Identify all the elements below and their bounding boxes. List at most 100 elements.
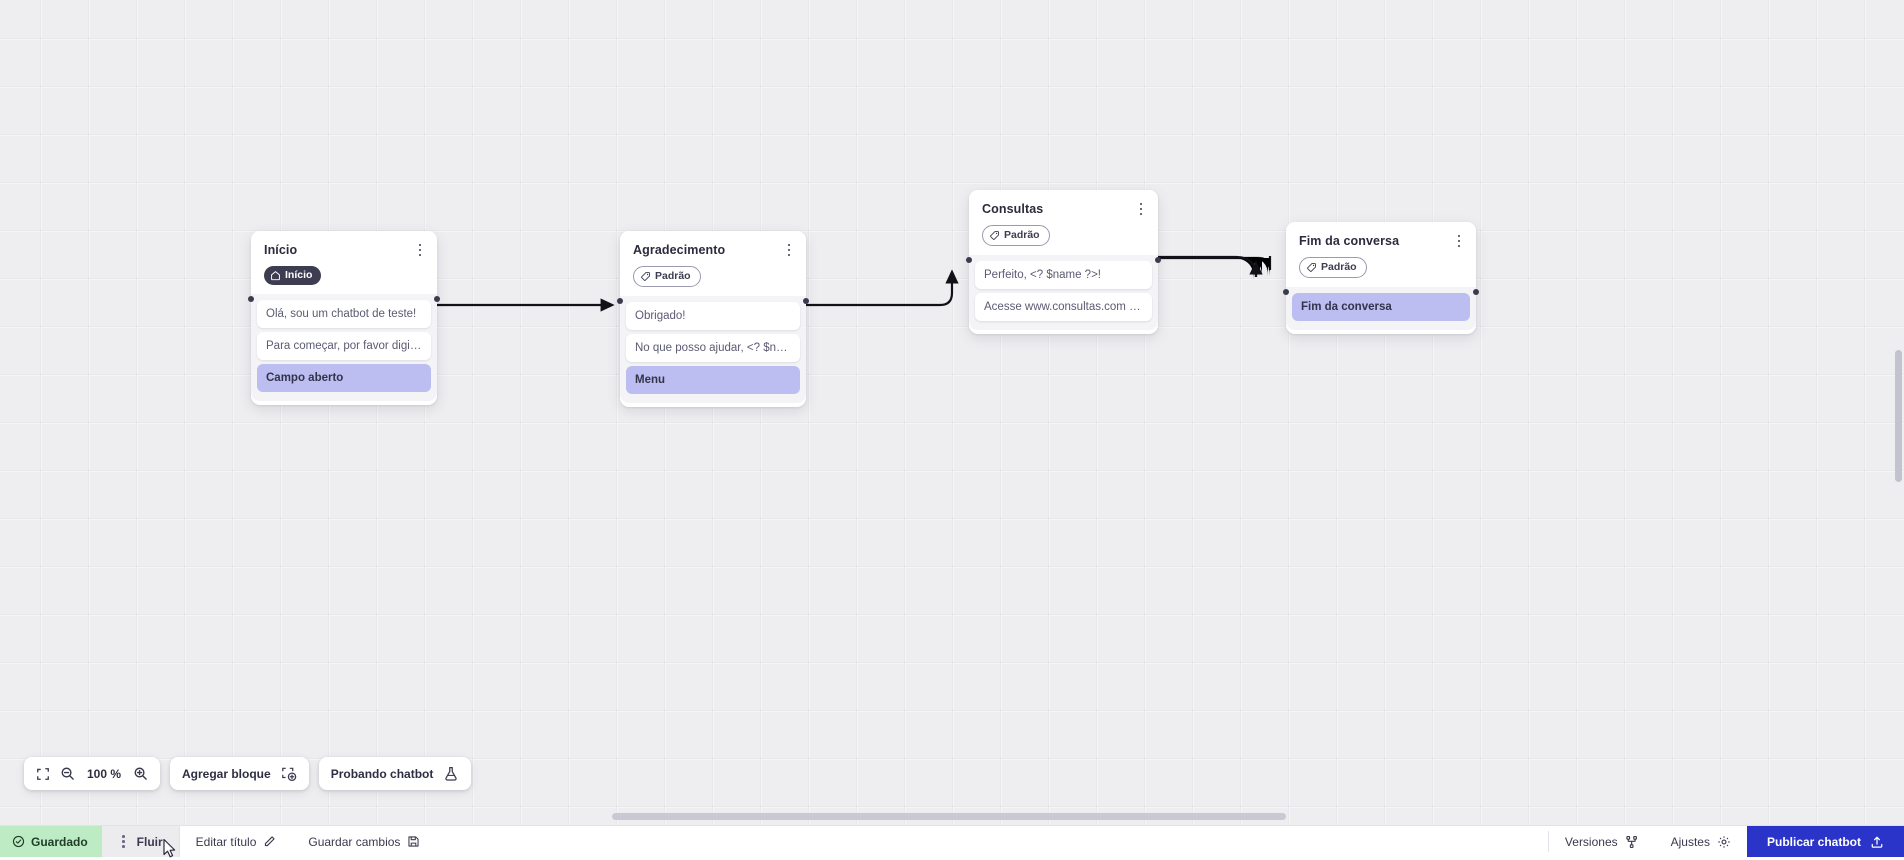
tab-fluir-label: Fluir bbox=[137, 835, 163, 849]
node-title: Consultas bbox=[982, 202, 1145, 217]
tag-icon bbox=[1306, 262, 1317, 273]
node-port-right[interactable] bbox=[1473, 289, 1479, 295]
tag-icon bbox=[640, 271, 651, 282]
connector-consultas-fim-path bbox=[1158, 258, 1254, 280]
connector-consultas-final bbox=[1159, 258, 1268, 276]
connector-consultas-to-fim-curve bbox=[1158, 258, 1286, 272]
node-card-agradecimento[interactable]: Agradecimento Padrão Obrigado! No que po… bbox=[620, 231, 806, 407]
node-header: Consultas Padrão bbox=[969, 190, 1158, 255]
node-rows: Fim da conversa bbox=[1286, 293, 1476, 321]
badge-row: Padrão bbox=[982, 225, 1145, 246]
tab-fluir[interactable]: Fluir bbox=[102, 826, 180, 857]
add-block-button[interactable]: Agregar bloque bbox=[170, 757, 309, 790]
node-rows: Obrigado! No que posso ajudar, <? $name … bbox=[620, 302, 806, 394]
branch-icon bbox=[1625, 835, 1639, 849]
node-badge-padrao[interactable]: Padrão bbox=[982, 225, 1050, 246]
connector-c2f bbox=[1158, 258, 1260, 276]
node-port-right[interactable] bbox=[803, 298, 809, 304]
save-changes-button[interactable]: Guardar cambios bbox=[292, 826, 436, 857]
badge-row: Início bbox=[264, 266, 424, 285]
node-card-fim-da-conversa[interactable]: Fim da conversa Padrão Fim da conversa bbox=[1286, 222, 1476, 334]
vertical-dots-icon[interactable] bbox=[118, 835, 130, 848]
test-chatbot-label: Probando chatbot bbox=[331, 767, 434, 781]
node-menu-button[interactable] bbox=[1451, 231, 1467, 251]
node-badge-inicio[interactable]: Início bbox=[264, 266, 321, 285]
node-title: Fim da conversa bbox=[1299, 234, 1463, 249]
connector-layer bbox=[0, 0, 1904, 825]
flask-icon bbox=[443, 766, 459, 782]
tag-icon bbox=[989, 230, 1000, 241]
node-menu-button[interactable] bbox=[781, 240, 797, 260]
node-rows: Olá, sou um chatbot de teste! Para começ… bbox=[251, 300, 437, 392]
node-badge-padrao[interactable]: Padrão bbox=[1299, 257, 1367, 278]
settings-button[interactable]: Ajustes bbox=[1655, 826, 1747, 857]
node-card-consultas[interactable]: Consultas Padrão Perfeito, <? $name ?>! … bbox=[969, 190, 1158, 334]
node-row[interactable]: Acesse www.consultas.com par... bbox=[975, 293, 1152, 321]
zoom-out-icon[interactable] bbox=[60, 766, 75, 781]
node-body: Fim da conversa bbox=[1286, 287, 1476, 330]
node-badge-label: Padrão bbox=[1004, 230, 1040, 241]
node-row[interactable]: Fim da conversa bbox=[1292, 293, 1470, 321]
badge-row: Padrão bbox=[633, 266, 793, 287]
bottom-bar-spacer bbox=[436, 826, 1548, 857]
node-row[interactable]: Perfeito, <? $name ?>! bbox=[975, 261, 1152, 289]
node-body: Obrigado! No que posso ajudar, <? $name … bbox=[620, 296, 806, 403]
node-badge-label: Padrão bbox=[655, 271, 691, 282]
node-body: Olá, sou um chatbot de teste! Para começ… bbox=[251, 294, 437, 401]
node-header: Fim da conversa Padrão bbox=[1286, 222, 1476, 287]
node-row[interactable]: Menu bbox=[626, 366, 800, 394]
upload-icon bbox=[1870, 835, 1884, 849]
publish-chatbot-button[interactable]: Publicar chatbot bbox=[1747, 826, 1904, 857]
add-block-label: Agregar bloque bbox=[182, 767, 271, 781]
node-row[interactable]: Para começar, por favor digite o ... bbox=[257, 332, 431, 360]
node-port-right[interactable] bbox=[434, 296, 440, 302]
node-menu-button[interactable] bbox=[412, 240, 428, 260]
zoom-controls-group: 100 % bbox=[24, 757, 160, 790]
floppy-disk-icon bbox=[407, 835, 420, 848]
edit-title-button[interactable]: Editar título bbox=[180, 826, 293, 857]
node-row[interactable]: Olá, sou um chatbot de teste! bbox=[257, 300, 431, 328]
saved-status-label: Guardado bbox=[31, 835, 88, 849]
horizontal-scrollbar[interactable] bbox=[612, 813, 1286, 820]
node-port-right[interactable] bbox=[1155, 257, 1161, 263]
node-badge-label: Início bbox=[285, 270, 312, 281]
edit-title-label: Editar título bbox=[196, 835, 257, 849]
node-menu-button[interactable] bbox=[1133, 199, 1149, 219]
saved-status-badge: Guardado bbox=[0, 826, 102, 857]
versions-button[interactable]: Versiones bbox=[1549, 826, 1655, 857]
gear-icon bbox=[1717, 835, 1731, 849]
node-badge-padrao[interactable]: Padrão bbox=[633, 266, 701, 287]
publish-chatbot-label: Publicar chatbot bbox=[1767, 835, 1861, 849]
pencil-icon bbox=[263, 835, 276, 848]
home-icon bbox=[270, 270, 281, 281]
node-badge-label: Padrão bbox=[1321, 262, 1357, 273]
node-row[interactable]: No que posso ajudar, <? $name ... bbox=[626, 334, 800, 362]
node-port-left[interactable] bbox=[966, 257, 972, 263]
node-card-inicio[interactable]: Início Início Olá, sou um chatbot de tes… bbox=[251, 231, 437, 405]
versions-label: Versiones bbox=[1565, 835, 1618, 849]
add-block-icon bbox=[281, 766, 297, 782]
check-circle-icon bbox=[12, 835, 25, 848]
node-title: Início bbox=[264, 243, 424, 258]
node-port-left[interactable] bbox=[617, 298, 623, 304]
flow-canvas[interactable]: Início Início Olá, sou um chatbot de tes… bbox=[0, 0, 1904, 825]
connector-consultas-to-final-node bbox=[1158, 257, 1256, 277]
vertical-scrollbar[interactable] bbox=[1895, 350, 1902, 482]
node-row[interactable]: Obrigado! bbox=[626, 302, 800, 330]
node-header: Agradecimento Padrão bbox=[620, 231, 806, 296]
node-port-left[interactable] bbox=[248, 296, 254, 302]
fit-screen-icon[interactable] bbox=[36, 767, 50, 781]
node-header: Início Início bbox=[251, 231, 437, 294]
zoom-in-icon[interactable] bbox=[133, 766, 148, 781]
node-row[interactable]: Campo aberto bbox=[257, 364, 431, 392]
bottom-status-bar: Guardado Fluir Editar título Guardar cam… bbox=[0, 825, 1904, 857]
node-port-left[interactable] bbox=[1283, 289, 1289, 295]
connector-agradecimento-to-consultas bbox=[806, 272, 952, 305]
connector-consultas-to-fim bbox=[1158, 256, 1270, 270]
node-title: Agradecimento bbox=[633, 243, 793, 258]
connector-consultas-down bbox=[1159, 258, 1270, 276]
connector-consultas-to-fim-real bbox=[1158, 258, 1262, 276]
test-chatbot-button[interactable]: Probando chatbot bbox=[319, 757, 472, 790]
node-body: Perfeito, <? $name ?>! Acesse www.consul… bbox=[969, 255, 1158, 330]
node-rows: Perfeito, <? $name ?>! Acesse www.consul… bbox=[969, 261, 1158, 321]
